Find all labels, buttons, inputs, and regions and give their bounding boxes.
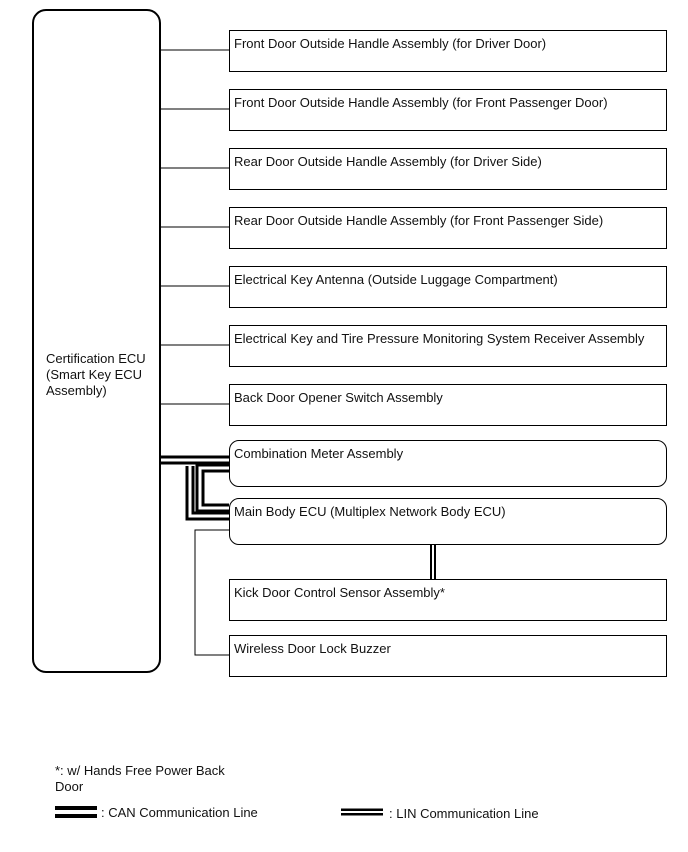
front-door-handle-driver-box: Front Door Outside Handle Assembly (for … bbox=[229, 30, 667, 72]
kick-door-sensor-box: Kick Door Control Sensor Assembly* bbox=[229, 579, 667, 621]
certification-ecu-box: Certification ECU (Smart Key ECU Assembl… bbox=[32, 9, 161, 673]
component-label: Rear Door Outside Handle Assembly (for F… bbox=[234, 213, 604, 228]
main-body-ecu-box: Main Body ECU (Multiplex Network Body EC… bbox=[229, 498, 667, 545]
lin-legend-label: : LIN Communication Line bbox=[389, 806, 539, 821]
component-label: Wireless Door Lock Buzzer bbox=[234, 641, 391, 656]
rear-door-handle-passenger-box: Rear Door Outside Handle Assembly (for F… bbox=[229, 207, 667, 249]
wire-buzzer bbox=[194, 529, 229, 656]
tpms-receiver-box: Electrical Key and Tire Pressure Monitor… bbox=[229, 325, 667, 367]
component-label: Main Body ECU (Multiplex Network Body EC… bbox=[234, 504, 506, 519]
component-label: Electrical Key Antenna (Outside Luggage … bbox=[234, 272, 558, 287]
combination-meter-box: Combination Meter Assembly bbox=[229, 440, 667, 487]
key-antenna-box: Electrical Key Antenna (Outside Luggage … bbox=[229, 266, 667, 308]
ecu-label-line-3: Assembly) bbox=[46, 383, 107, 398]
wireless-door-lock-buzzer-box: Wireless Door Lock Buzzer bbox=[229, 635, 667, 677]
back-door-opener-switch-box: Back Door Opener Switch Assembly bbox=[229, 384, 667, 426]
component-label: Kick Door Control Sensor Assembly* bbox=[234, 585, 445, 600]
can-legend-label: : CAN Communication Line bbox=[101, 805, 258, 820]
ecu-label-line-2: (Smart Key ECU bbox=[46, 367, 143, 382]
signal-lines bbox=[161, 49, 229, 656]
footnote-line-2: Door bbox=[55, 779, 84, 794]
certification-ecu-label: Certification ECU (Smart Key ECU Assembl… bbox=[46, 351, 161, 399]
component-label: Combination Meter Assembly bbox=[234, 446, 404, 461]
ecu-label-line-1: Certification ECU bbox=[46, 351, 146, 366]
rear-door-handle-driver-box: Rear Door Outside Handle Assembly (for D… bbox=[229, 148, 667, 190]
component-label: Electrical Key and Tire Pressure Monitor… bbox=[234, 331, 645, 346]
footnote: *: w/ Hands Free Power Back Door bbox=[55, 763, 240, 795]
component-label: Rear Door Outside Handle Assembly (for D… bbox=[234, 154, 542, 169]
can-lines bbox=[161, 455, 229, 521]
component-label: Front Door Outside Handle Assembly (for … bbox=[234, 36, 547, 51]
component-label: Back Door Opener Switch Assembly bbox=[234, 390, 443, 405]
footnote-line-1: *: w/ Hands Free Power Back bbox=[55, 763, 225, 778]
component-label: Front Door Outside Handle Assembly (for … bbox=[234, 95, 608, 110]
front-door-handle-passenger-box: Front Door Outside Handle Assembly (for … bbox=[229, 89, 667, 131]
